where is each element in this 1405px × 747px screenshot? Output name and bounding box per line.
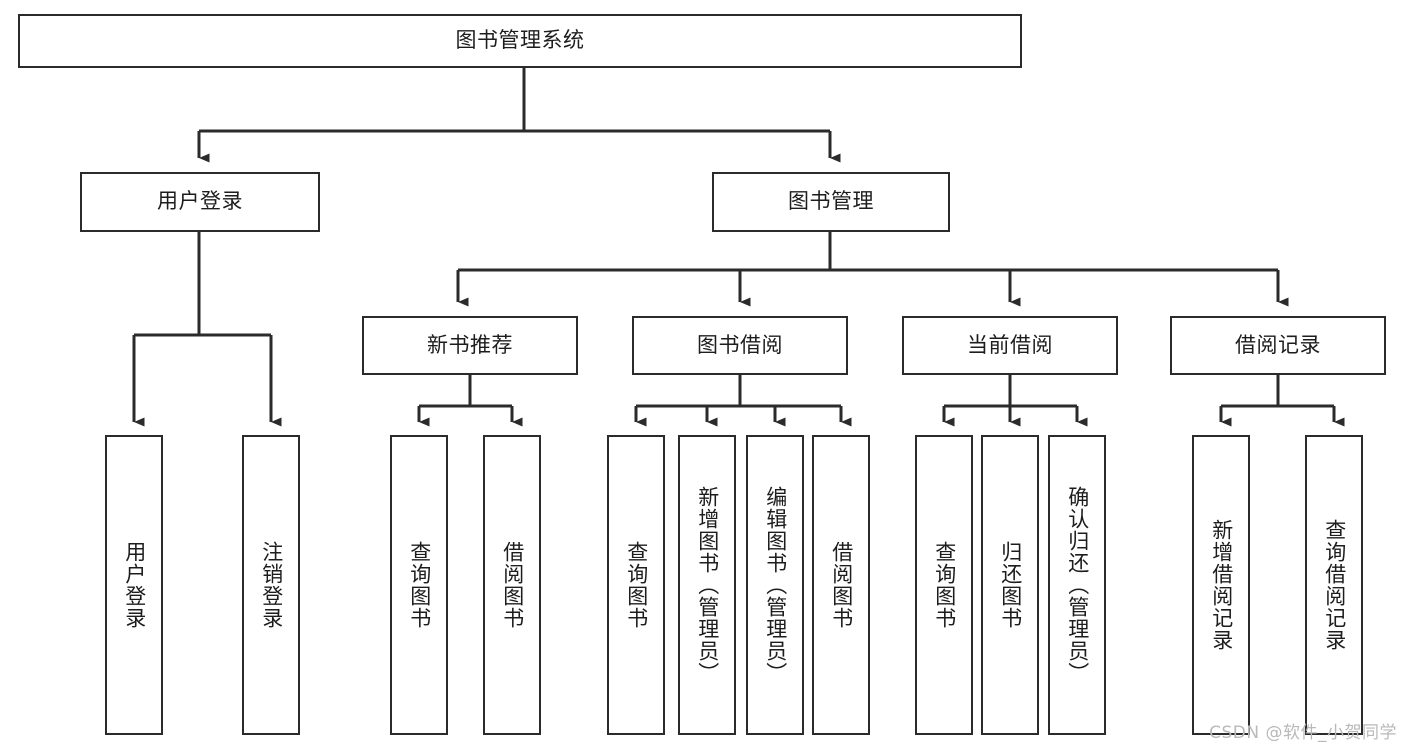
node-label: 新增借阅记录 [1209, 519, 1234, 651]
node-label: 图书管理系统 [455, 28, 585, 53]
node-label: 借阅图书 [829, 541, 854, 629]
node-label: 图书借阅 [697, 332, 783, 357]
node-label: 借阅图书 [500, 541, 525, 629]
node-label: 注销登录 [259, 541, 284, 629]
node-label: 借阅记录 [1235, 332, 1321, 357]
leaf-current-confirm-return-admin[interactable]: 确认归还（管理员） [1048, 435, 1106, 735]
node-label: 新增图书（管理员） [695, 486, 720, 684]
node-label: 当前借阅 [967, 332, 1053, 357]
node-book-borrow[interactable]: 图书借阅 [632, 316, 848, 375]
leaf-recommend-query-book[interactable]: 查询图书 [390, 435, 448, 735]
leaf-borrow-query-book[interactable]: 查询图书 [607, 435, 665, 735]
node-book-management[interactable]: 图书管理 [712, 172, 950, 232]
leaf-recommend-borrow-book[interactable]: 借阅图书 [483, 435, 541, 735]
leaf-user-login-logout[interactable]: 注销登录 [242, 435, 300, 735]
node-user-login[interactable]: 用户登录 [80, 172, 320, 232]
node-label: 查询图书 [624, 541, 649, 629]
node-label: 归还图书 [998, 541, 1023, 629]
leaf-records-query-record[interactable]: 查询借阅记录 [1305, 435, 1363, 735]
node-label: 查询图书 [407, 541, 432, 629]
node-label: 确认归还（管理员） [1065, 486, 1090, 684]
node-borrow-records[interactable]: 借阅记录 [1170, 316, 1386, 375]
node-label: 用户登录 [122, 541, 147, 629]
leaf-current-return-book[interactable]: 归还图书 [981, 435, 1039, 735]
node-label: 图书管理 [788, 189, 874, 214]
node-new-book-recommend[interactable]: 新书推荐 [362, 316, 578, 375]
node-label: 查询借阅记录 [1322, 519, 1347, 651]
node-label: 查询图书 [932, 541, 957, 629]
leaf-borrow-add-book-admin[interactable]: 新增图书（管理员） [678, 435, 736, 735]
leaf-current-query-book[interactable]: 查询图书 [915, 435, 973, 735]
node-current-borrow[interactable]: 当前借阅 [902, 316, 1118, 375]
node-label: 新书推荐 [427, 332, 513, 357]
node-root-system[interactable]: 图书管理系统 [18, 14, 1022, 68]
node-label: 编辑图书（管理员） [763, 486, 788, 684]
leaf-borrow-borrow-book[interactable]: 借阅图书 [812, 435, 870, 735]
node-label: 用户登录 [157, 189, 243, 214]
leaf-records-add-record[interactable]: 新增借阅记录 [1192, 435, 1250, 735]
leaf-borrow-edit-book-admin[interactable]: 编辑图书（管理员） [746, 435, 804, 735]
leaf-user-login-login[interactable]: 用户登录 [105, 435, 163, 735]
